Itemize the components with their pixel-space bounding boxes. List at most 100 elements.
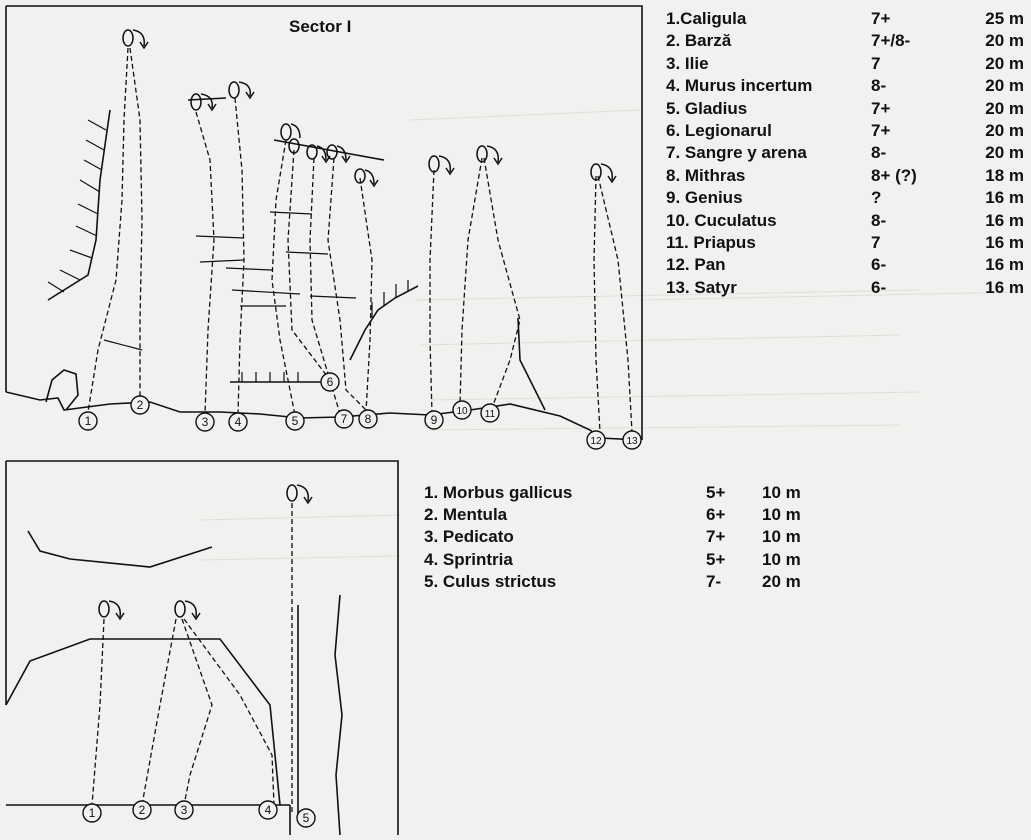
topo1-anchors [122,29,617,188]
route-row: 13. Satyr 6- 16 m [666,277,1024,299]
route-grade: 7- [706,571,722,591]
route-length: 10 m [762,483,801,502]
route-name: 1.Caligula [666,9,747,28]
marker2-4: 4 [265,803,272,817]
route-name: 2. Mentula [424,505,508,525]
route-grade: 7+ [871,120,891,140]
route-list-sector2: 1. Morbus gallicus 5+ 10 m 2. Mentula 6+ 10 … [424,482,812,593]
route-length: 20 m [985,143,1024,163]
route-5-line [271,139,296,416]
route-2-line [129,47,143,400]
topo2-anchors [98,484,313,621]
marker2-1: 1 [89,806,96,820]
rock-edge-right [349,285,419,361]
topo1-frame [5,5,643,440]
route-name: 8. Mithras [666,165,746,185]
route-grade: 8- [871,143,887,163]
route-10-line [459,157,483,406]
route-grade: ? [871,188,882,208]
route-name: 13. Satyr [666,277,737,297]
marker-3: 3 [202,415,209,429]
route-grade: 8+ (?) [871,165,917,185]
route2-1-line [91,618,105,806]
route-length: 20 m [985,98,1024,118]
route-9-line [429,169,435,415]
route-grade: 7 [871,53,881,73]
sector1-topo [5,5,643,441]
route-row: 9. Genius? 16 m [666,187,1024,209]
route-length: 16 m [985,188,1024,208]
marker-6: 6 [327,375,334,389]
marker-9: 9 [431,413,438,427]
route-grade: 8- [871,210,887,230]
marker-5: 5 [292,414,299,428]
route-row: 2. Mentula 6+ 10 m [424,504,812,526]
route-8-line [327,157,369,413]
route-grade: 7+ [871,9,891,28]
route-length: 16 m [985,277,1024,297]
topo2-frame [5,460,399,835]
crack [517,317,546,411]
route-length: 20 m [985,76,1024,96]
route-length: 16 m [985,232,1024,252]
route-grade: 7+ [871,98,891,118]
route-grade: 7+/8- [871,31,911,51]
route-name: 3. Pedicato [424,527,514,547]
route-name: 6. Legionarul [666,120,772,140]
route-6-line [287,149,331,381]
route-3-line [195,111,215,415]
route-name: 2. Barză [666,31,732,51]
route-11-line [483,157,521,409]
route2-2-line [141,618,177,806]
marker-4: 4 [235,415,242,429]
route-grade: 6+ [706,505,726,525]
route-row: 3. Ilie 7 20 m [666,53,1024,75]
topo1-bolts [103,211,357,351]
route-8b-line [359,177,373,413]
sector-title: Sector I [289,17,352,36]
route-length: 16 m [985,255,1024,275]
route-length: 20 m [985,53,1024,73]
route-length: 20 m [985,120,1024,140]
route-grade: 8- [871,76,887,96]
route-name: 10. Cuculatus [666,210,777,230]
marker-12: 12 [590,436,602,447]
boulder [45,369,79,411]
marker-13: 13 [626,436,638,447]
route-name: 5. Culus strictus [424,571,557,591]
overhang [27,530,213,568]
route-row: 6. Legionarul 7+ 20 m [666,120,1024,142]
route-1-line [87,47,129,413]
route-row: 11. Priapus 7 16 m [666,232,1024,254]
topo1-markers: 1 2 3 4 5 6 7 8 9 10 11 12 13 [78,372,642,450]
route-name: 11. Priapus [666,232,756,252]
route-length: 25 m [985,9,1024,28]
route-12-line [593,175,601,433]
marker-8: 8 [365,412,372,426]
route-name: 9. Genius [666,188,743,208]
route-grade: 7 [871,232,881,252]
marker-2: 2 [137,398,144,412]
route-grade: 5+ [706,483,726,502]
route-row: 1.Caligula 7+ 25 m [666,8,1024,30]
route-grade: 6- [871,277,887,297]
sector2-topo: 1 2 3 4 5 [5,460,399,836]
route-length: 10 m [762,527,801,547]
route-name: 1. Morbus gallicus [424,483,573,502]
crack-right [334,594,343,836]
route-7-line [309,157,341,415]
route-length: 10 m [762,505,801,525]
rock-wall-left [47,109,111,301]
route-name: 12. Pan [666,255,726,275]
route-name: 3. Ilie [666,53,709,73]
